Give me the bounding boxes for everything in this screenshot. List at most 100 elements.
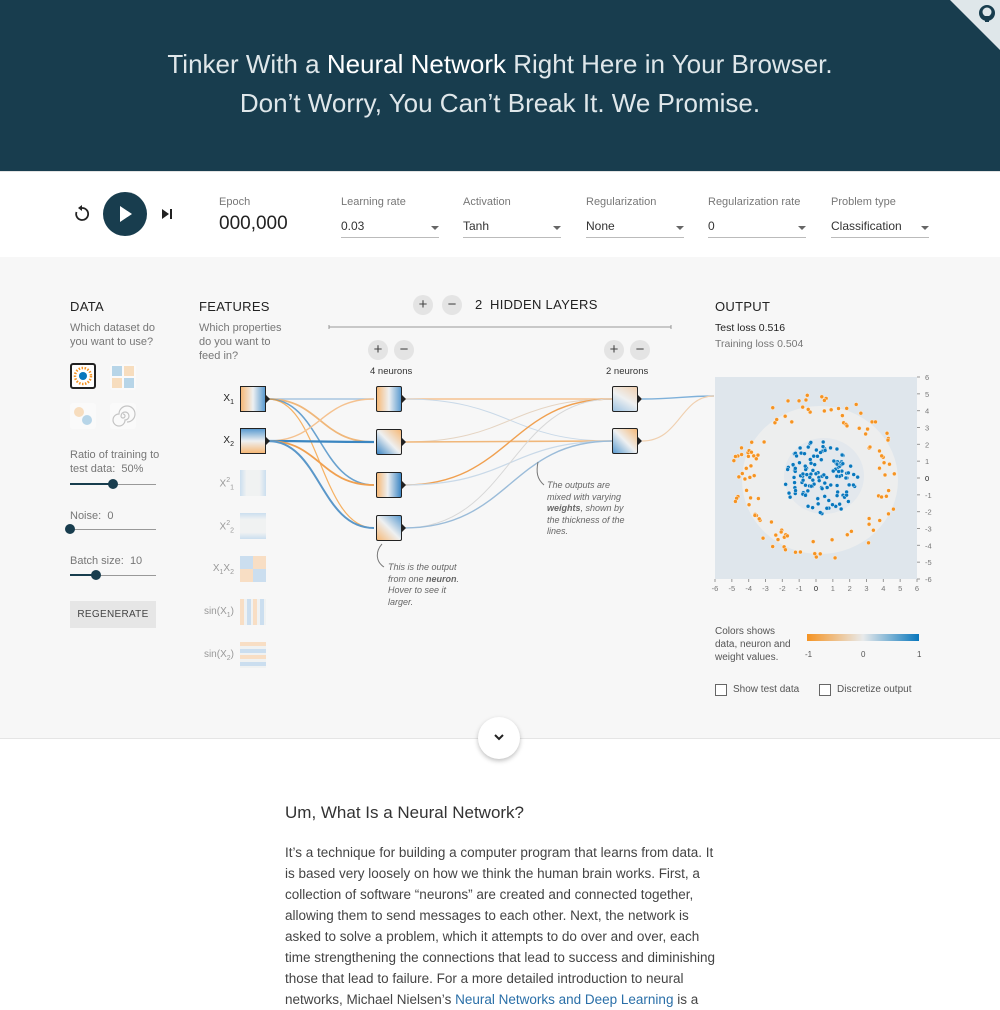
remove-neuron-layer2-button[interactable]: − <box>630 340 650 360</box>
y-tick-label: 5 <box>925 390 929 399</box>
dataset-circle[interactable] <box>70 363 96 389</box>
training-loss: Training loss 0.504 <box>715 338 804 350</box>
problem-type-label: Problem type <box>831 196 896 208</box>
x-tick-label: -3 <box>762 584 769 593</box>
discretize-output-checkbox[interactable] <box>819 684 831 696</box>
regularization-select[interactable]: None <box>586 215 684 238</box>
data-point-negative <box>828 407 834 412</box>
play-button[interactable] <box>103 192 147 236</box>
chevron-down-icon <box>676 226 684 230</box>
article-title: Um, What Is a Neural Network? <box>285 803 525 822</box>
data-point-positive <box>810 505 815 510</box>
data-point-negative <box>840 413 845 418</box>
feature-node[interactable] <box>240 513 266 539</box>
feature-node[interactable] <box>240 470 266 496</box>
reset-icon[interactable] <box>73 205 91 223</box>
data-point-negative <box>865 426 870 432</box>
show-test-data-label: Show test data <box>733 684 800 695</box>
data-point-positive <box>787 494 793 500</box>
activation-select[interactable]: Tanh <box>463 215 561 238</box>
ratio-slider-handle[interactable] <box>108 479 118 489</box>
data-point-positive <box>810 477 816 483</box>
data-point-positive <box>790 462 796 467</box>
data-point-positive <box>819 457 824 462</box>
x-tick-label: -6 <box>712 584 719 593</box>
add-layer-button[interactable]: + <box>413 295 433 315</box>
noise-slider-handle[interactable] <box>65 524 75 534</box>
data-point-positive <box>812 462 817 467</box>
activation-label: Activation <box>463 196 511 208</box>
data-point-positive <box>792 480 797 485</box>
regularization-rate-select[interactable]: 0 <box>708 215 806 238</box>
neuron-output-tabs <box>266 395 642 532</box>
data-point-negative <box>748 495 753 501</box>
data-point-negative <box>854 402 859 407</box>
data-point-negative <box>845 532 850 537</box>
scroll-down-button[interactable] <box>478 717 520 759</box>
data-point-positive <box>814 447 819 453</box>
data-point-negative <box>739 452 744 457</box>
data-point-negative <box>882 472 888 478</box>
play-icon <box>120 206 132 222</box>
data-point-negative <box>742 476 748 482</box>
feature-node[interactable] <box>240 428 266 454</box>
dataset-gaussian[interactable] <box>70 403 96 429</box>
neuron-1-2[interactable] <box>376 429 402 455</box>
neuron-1-1[interactable] <box>376 386 402 412</box>
data-point-positive <box>818 450 823 455</box>
dataset-spiral[interactable] <box>110 403 136 429</box>
data-point-negative <box>871 528 876 533</box>
remove-neuron-layer1-button[interactable]: − <box>394 340 414 360</box>
noise-slider[interactable] <box>70 529 156 530</box>
data-point-positive <box>815 454 820 459</box>
dataset-xor[interactable] <box>110 364 136 390</box>
data-point-positive <box>809 484 814 489</box>
feature-node[interactable] <box>240 386 266 412</box>
data-point-negative <box>760 535 766 541</box>
learning-rate-select[interactable]: 0.03 <box>341 215 439 238</box>
neuron-2-2[interactable] <box>612 428 638 454</box>
data-point-positive <box>846 470 851 476</box>
data-point-positive <box>794 453 799 459</box>
neuron-2-1[interactable] <box>612 386 638 412</box>
batch-slider[interactable] <box>70 575 156 576</box>
data-point-negative <box>782 414 788 419</box>
data-point-negative <box>733 499 738 504</box>
features-subtitle: Which properties do you want to feed in? <box>199 322 282 362</box>
data-point-negative <box>858 411 864 416</box>
data-point-negative <box>733 454 738 459</box>
feature-node[interactable] <box>240 599 266 625</box>
data-point-positive <box>786 490 792 496</box>
data-point-negative <box>793 550 798 555</box>
batch-slider-handle[interactable] <box>90 570 101 580</box>
show-test-data-checkbox[interactable] <box>715 684 727 696</box>
step-icon[interactable] <box>160 207 174 221</box>
data-point-negative <box>775 537 781 542</box>
x-tick-label: 0 <box>814 584 818 593</box>
data-point-negative <box>863 431 868 437</box>
feature-node[interactable] <box>240 642 266 668</box>
github-corner-icon[interactable] <box>950 0 1000 50</box>
discretize-output-label: Discretize output <box>837 684 912 695</box>
chevron-down-icon <box>553 226 561 230</box>
remove-layer-button[interactable]: − <box>442 295 462 315</box>
data-point-negative <box>806 407 811 412</box>
weights-note: The outputs are mixed with varying weigh… <box>547 480 625 536</box>
data-point-negative <box>866 516 872 521</box>
feature-label: X1 <box>223 393 234 406</box>
add-neuron-layer2-button[interactable]: + <box>604 340 624 360</box>
data-point-negative <box>744 488 749 493</box>
neuron-1-3[interactable] <box>376 472 402 498</box>
regenerate-button[interactable]: REGENERATE <box>70 601 156 628</box>
data-point-negative <box>769 519 774 525</box>
data-point-positive <box>828 445 833 451</box>
add-neuron-layer1-button[interactable]: + <box>368 340 388 360</box>
x-tick-label: -5 <box>728 584 735 593</box>
feature-node[interactable] <box>240 556 266 582</box>
neuron-1-4[interactable] <box>376 515 402 541</box>
problem-type-select[interactable]: Classification <box>831 215 929 238</box>
data-point-negative <box>789 419 794 425</box>
data-point-negative <box>747 475 753 480</box>
